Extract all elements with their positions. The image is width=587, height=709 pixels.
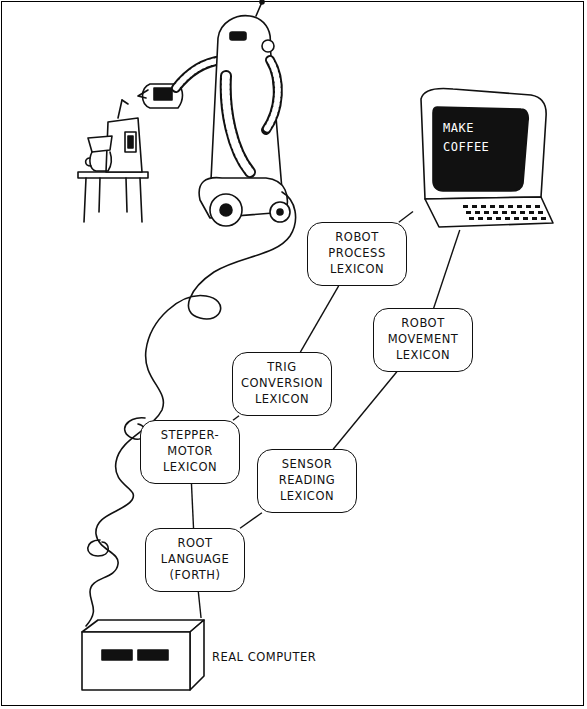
computer-drawing [80,618,206,693]
lexicon-box: STEPPER-MOTOR LEXICON [140,420,240,484]
computer-box: REAL COMPUTER [80,618,330,693]
lexicon-box: SENSOR READING LEXICON [257,449,357,513]
lexicon-name: STEPPER-MOTOR LEXICON [146,428,234,476]
connector-line [233,416,239,420]
terminal-screen: MAKE COFFEE [413,85,555,230]
terminal-drawing [413,85,555,230]
screen-command: MAKE COFFEE [443,119,509,157]
lexicon-name: ROOT LANGUAGE (FORTH) [151,536,239,584]
lexicon-name: TRIG CONVERSION LEXICON [238,360,326,408]
lexicon-name: SENSOR READING LEXICON [263,457,351,505]
connector-line [191,484,193,528]
computer-label: REAL COMPUTER [212,650,316,664]
lexicon-box: TRIG CONVERSION LEXICON [232,352,332,416]
connector-line [240,513,262,528]
lexicon-name: ROBOT PROCESS LEXICON [313,230,401,278]
root-language-box: ROOT LANGUAGE (FORTH) [145,528,245,592]
lexicon-box: ROBOT MOVEMENT LEXICON [373,308,473,372]
connector-line [300,286,338,352]
lexicon-box: ROBOT PROCESS LEXICON [307,222,407,286]
connector-line [198,592,201,618]
lexicon-name: ROBOT MOVEMENT LEXICON [379,316,467,364]
connector-line [399,211,413,222]
connector-line [333,372,397,449]
connector-line [434,230,460,308]
